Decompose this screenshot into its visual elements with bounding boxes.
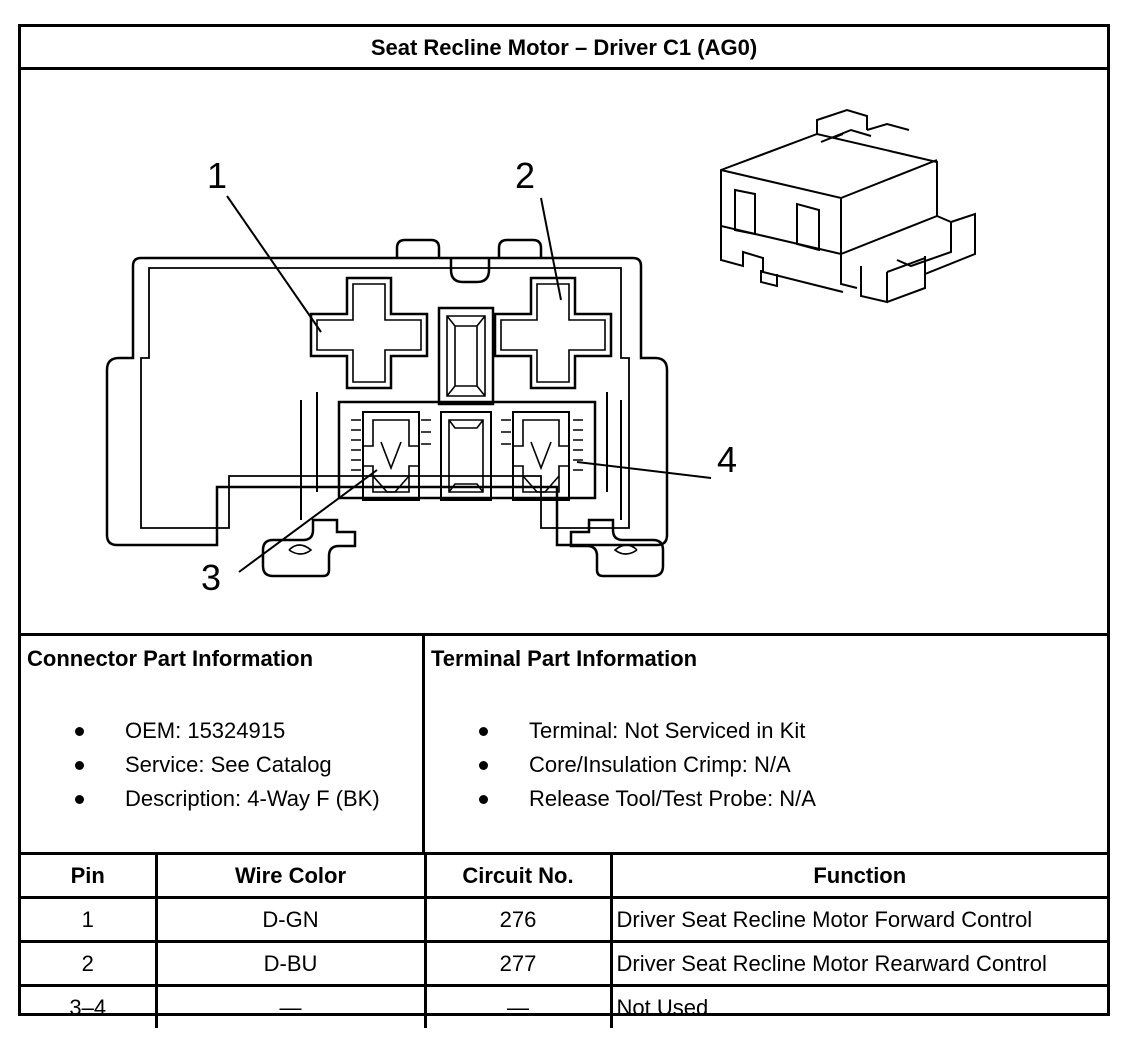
cell-pin: 1 — [21, 896, 158, 943]
list-item-text: Core/Insulation Crimp: N/A — [529, 752, 791, 777]
connector-face-drawing — [105, 108, 976, 578]
callout-1: 1 — [207, 155, 228, 196]
connector-info-heading: Connector Part Information — [27, 646, 314, 671]
connector-figure: 1 2 3 4 — [21, 70, 1107, 633]
cell-circuit-no: 277 — [423, 940, 613, 987]
table-row: 3–4 — — Not Used — [21, 984, 1107, 1028]
list-item-text: Description: 4-Way F (BK) — [125, 786, 380, 811]
bullet-icon — [75, 795, 84, 804]
cell-pin: 3–4 — [21, 984, 158, 1028]
list-item: Service: See Catalog — [21, 748, 380, 782]
terminal-info-heading: Terminal Part Information — [431, 646, 698, 671]
table-row: 1 D-GN 276 Driver Seat Recline Motor For… — [21, 896, 1107, 943]
cell-wire-color: — — [154, 984, 427, 1028]
list-item-text: OEM: 15324915 — [125, 718, 286, 743]
connector-part-info: Connector Part Information OEM: 15324915… — [21, 636, 425, 852]
cell-function: Driver Seat Recline Motor Forward Contro… — [609, 896, 1107, 943]
cell-wire-color: D-GN — [154, 896, 427, 943]
terminal-part-info: Terminal Part Information Terminal: Not … — [425, 636, 1107, 852]
list-item: Description: 4-Way F (BK) — [21, 782, 380, 816]
bullet-icon — [75, 727, 84, 736]
list-item: Core/Insulation Crimp: N/A — [425, 748, 816, 782]
pin-table: Pin Wire Color Circuit No. Function 1 D-… — [21, 852, 1107, 1028]
connector-sheet: Seat Recline Motor – Driver C1 (AG0) — [18, 24, 1110, 1028]
bullet-icon — [75, 761, 84, 770]
callout-4: 4 — [717, 439, 738, 480]
cell-wire-color: D-BU — [154, 940, 427, 987]
cell-function: Not Used — [609, 984, 1107, 1028]
header-circuit-no: Circuit No. — [423, 852, 613, 899]
list-item-text: Release Tool/Test Probe: N/A — [529, 786, 816, 811]
cell-pin: 2 — [21, 940, 158, 987]
cell-circuit-no: 276 — [423, 896, 613, 943]
header-pin: Pin — [21, 852, 158, 899]
callout-2: 2 — [515, 155, 536, 196]
terminal-info-list: Terminal: Not Serviced in Kit Core/Insul… — [425, 714, 816, 816]
table-row: 2 D-BU 277 Driver Seat Recline Motor Rea… — [21, 940, 1107, 987]
list-item: Release Tool/Test Probe: N/A — [425, 782, 816, 816]
list-item: Terminal: Not Serviced in Kit — [425, 714, 816, 748]
connector-info-list: OEM: 15324915 Service: See Catalog Descr… — [21, 714, 380, 816]
bullet-icon — [479, 727, 488, 736]
bullet-icon — [479, 795, 488, 804]
page-title: Seat Recline Motor – Driver C1 (AG0) — [21, 27, 1107, 70]
header-wire-color: Wire Color — [154, 852, 427, 899]
callout-3: 3 — [201, 557, 222, 598]
cell-circuit-no: — — [423, 984, 613, 1028]
table-header-row: Pin Wire Color Circuit No. Function — [21, 852, 1107, 899]
bullet-icon — [479, 761, 488, 770]
cell-function: Driver Seat Recline Motor Rearward Contr… — [609, 940, 1107, 987]
list-item-text: Terminal: Not Serviced in Kit — [529, 718, 806, 743]
header-function: Function — [609, 852, 1107, 899]
list-item: OEM: 15324915 — [21, 714, 380, 748]
list-item-text: Service: See Catalog — [125, 752, 332, 777]
part-info-section: Connector Part Information OEM: 15324915… — [21, 633, 1107, 852]
